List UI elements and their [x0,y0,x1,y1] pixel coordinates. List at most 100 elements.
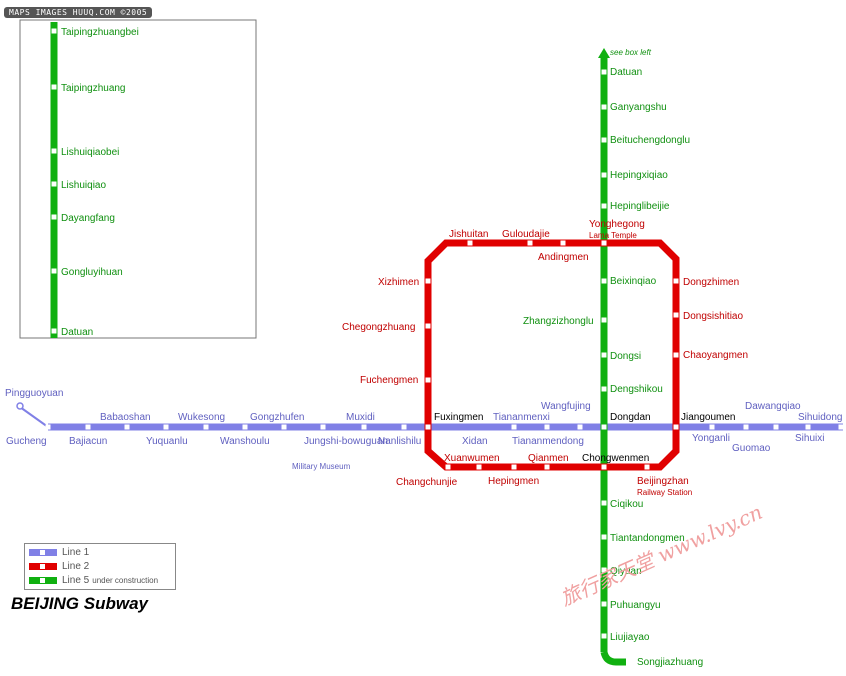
inset-label: Lishuiqiao [61,180,106,191]
station-marker [601,203,607,209]
station-marker [425,424,431,430]
station-marker [361,424,367,430]
station-label: Dongsishitiao [683,311,743,322]
station-label: Bajiacun [69,436,107,447]
station-label: Hepingxiqiao [610,170,668,181]
station-marker [601,424,607,430]
station-marker [124,424,130,430]
station-label: Sihuixi [795,433,824,444]
station-marker [773,424,779,430]
line5-swatch [29,576,57,584]
station-marker [51,84,57,90]
station-label: Gongzhufen [250,412,305,423]
station-label: Beixinqiao [610,276,657,287]
station-label: Dengshikou [610,384,663,395]
lama-note: Lama Temple [589,231,637,240]
station-label: Chegongzhuang [342,322,415,333]
station-label: Yonganli [692,433,730,444]
legend-row-line2: Line 2 [29,560,90,572]
map-credit: MAPS IMAGES HUUQ.COM ©2005 [4,7,153,18]
station-marker [45,424,51,430]
station-label: Chongwenmen [582,453,649,464]
station-marker [601,386,607,392]
station-marker [51,181,57,187]
station-label: Babaoshan [100,412,151,423]
line1-branch [19,406,49,428]
station-label: Jishuitan [449,229,488,240]
station-label: Jiangoumen [681,412,735,423]
station-label: Wukesong [178,412,225,423]
station-label: Guomao [732,443,771,454]
station-marker [242,424,248,430]
station-label: Tiantandongmen [610,533,685,544]
station-label: Xizhimen [378,277,419,288]
station-label: Zhangzizhonglu [523,316,594,327]
station-label: Nanlishilu [378,436,421,447]
railway-note: Railway Station [637,488,692,497]
station-marker [601,633,607,639]
station-marker [601,317,607,323]
station-label: Yonghegong [589,219,645,230]
see-box-note: see box left [610,48,652,57]
station-label: Wanshoulu [220,436,270,447]
station-marker [601,464,607,470]
station-label: Muxidi [346,412,375,423]
inset-label: Datuan [61,327,93,338]
station-label: Tiananmendong [512,436,584,447]
station-marker [281,424,287,430]
station-marker [51,268,57,274]
station-marker [601,240,607,246]
inset-label: Gongluyihuan [61,267,123,278]
line1-swatch [29,548,57,556]
station-marker [601,601,607,607]
inset-label: Taipingzhuang [61,83,126,94]
station-marker [560,240,566,246]
station-label: Datuan [610,67,642,78]
station-label: Tiananmenxi [493,412,550,423]
station-marker [401,424,407,430]
station-marker [644,464,650,470]
station-marker [673,278,679,284]
station-label: Beituchengdonglu [610,135,690,146]
station-marker [425,377,431,383]
station-label: Gucheng [6,436,47,447]
legend-label: Line 1 [62,546,90,558]
inset-label: Taipingzhuangbei [61,27,139,38]
station-label: Fuchengmen [360,375,418,386]
terminus-marker [16,402,24,410]
station-marker [577,424,583,430]
legend-label: Line 2 [62,560,90,572]
station-marker [627,659,633,665]
station-label: Changchunjie [396,477,458,488]
station-marker [51,328,57,334]
station-marker [544,464,550,470]
station-label: Sihuidong [798,412,842,423]
station-marker [527,240,533,246]
station-marker [320,424,326,430]
station-marker [601,104,607,110]
inset-box [19,19,257,339]
station-marker [601,278,607,284]
station-label: Dawangqiao [745,401,801,412]
station-marker [673,352,679,358]
station-marker [163,424,169,430]
station-label: Beijingzhan [637,476,689,487]
legend-row-line1: Line 1 [29,546,90,558]
station-marker [601,534,607,540]
station-marker [601,352,607,358]
station-label: Dongdan [610,412,651,423]
station-marker [511,464,517,470]
inset-label: Dayangfang [61,213,115,224]
station-marker [601,137,607,143]
line2-swatch [29,562,57,570]
legend-row-line5: Line 5 under construction [29,575,158,586]
station-label: Qiyuan [610,566,642,577]
station-marker [51,214,57,220]
station-label: Jungshi-bowuguan [304,436,388,447]
station-label: Guloudajie [502,229,550,240]
station-label: Songjiazhuang [637,657,703,668]
station-label: Hepingmen [488,476,539,487]
station-marker [467,240,473,246]
station-label: Liujiayao [610,632,650,643]
